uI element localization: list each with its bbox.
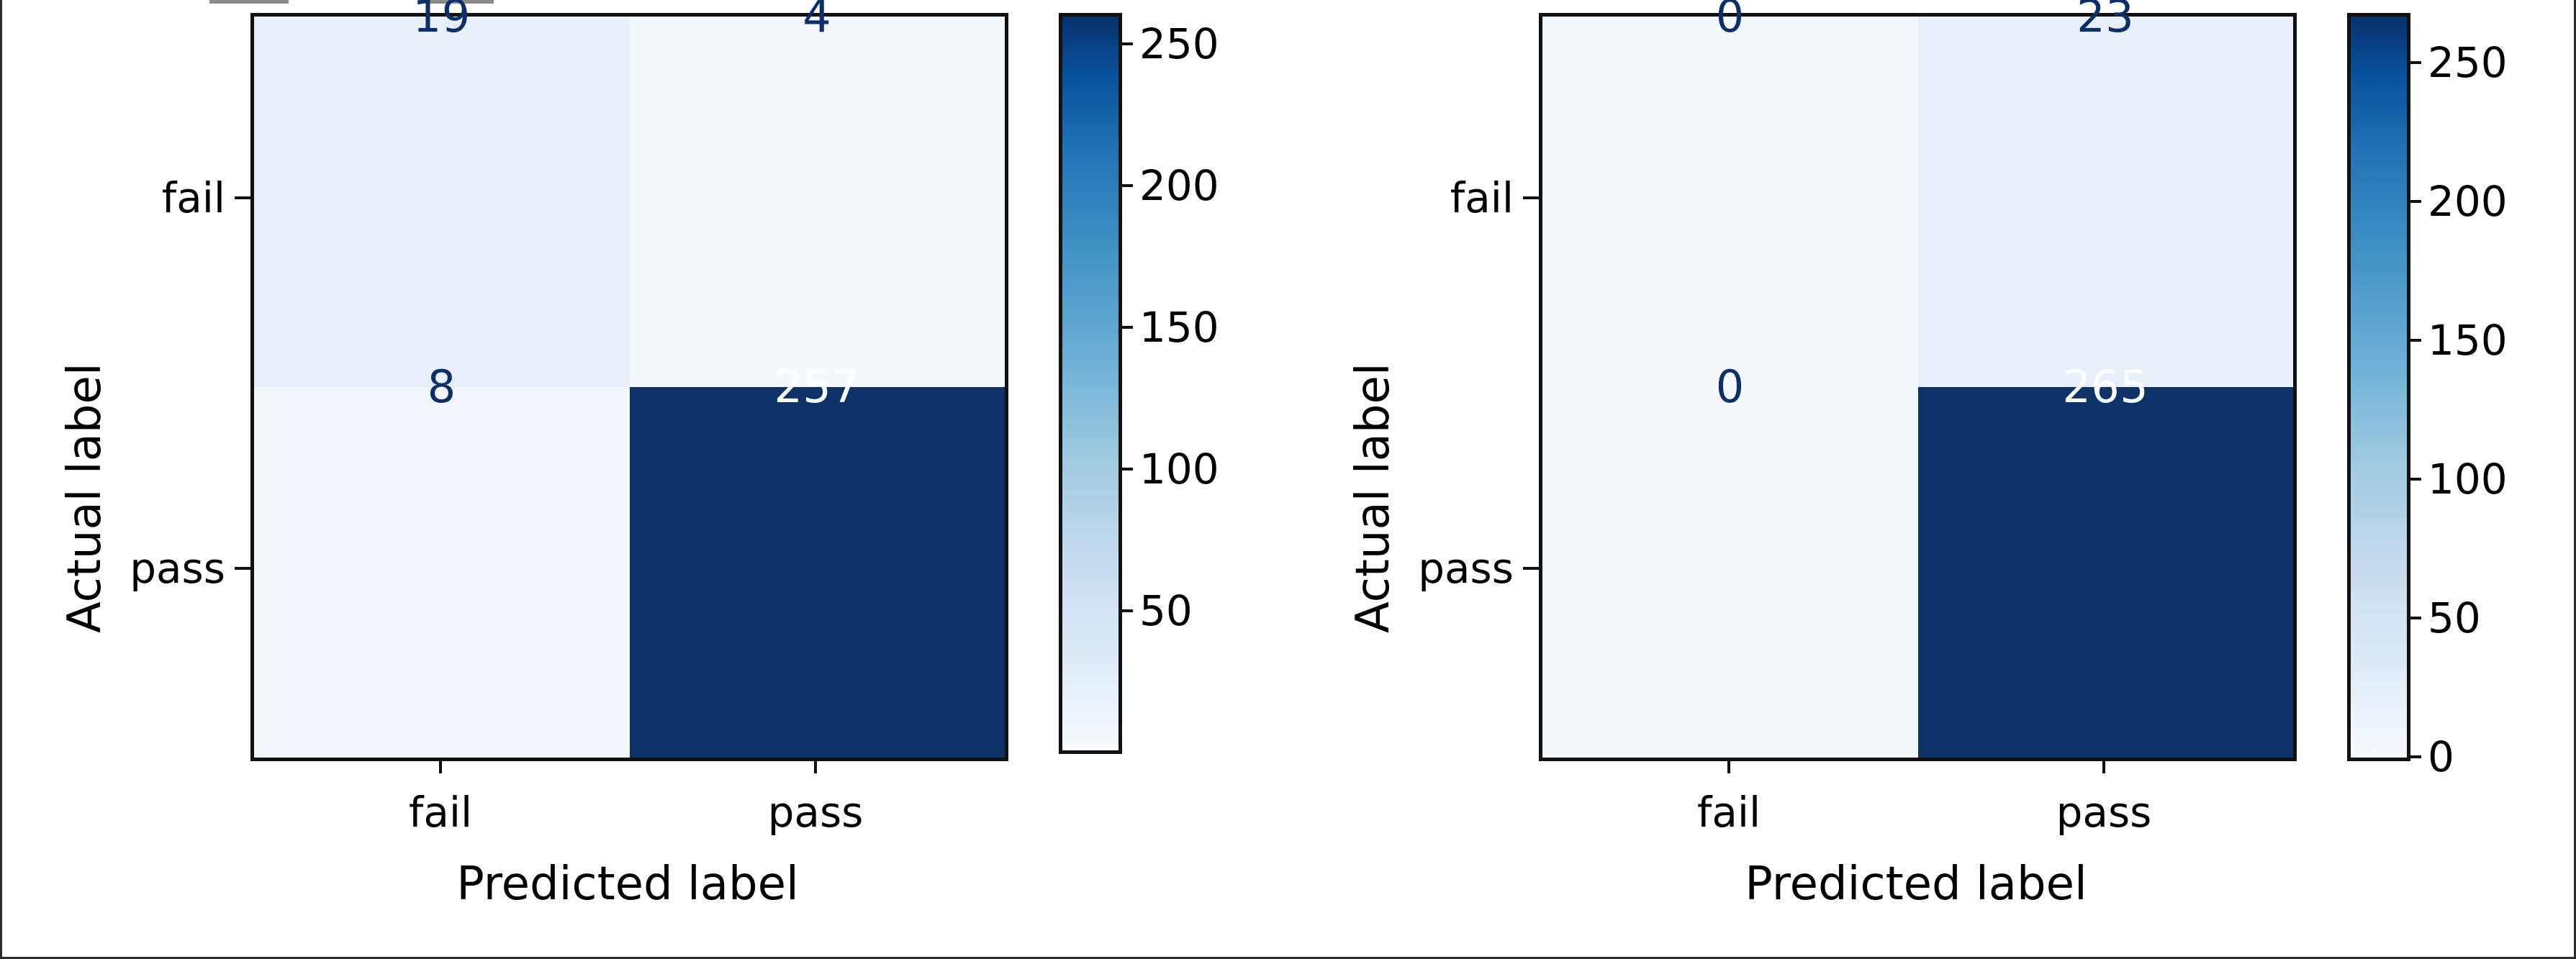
x-tick-label-pass-right: pass (2056, 788, 2152, 837)
colorbar-gradient-left (1062, 17, 1118, 750)
colorbar-tick-label-100-right: 100 (2428, 455, 2508, 504)
y-tick-label-pass-left: pass (130, 544, 225, 593)
colorbar-tick-label-50-left: 50 (1139, 586, 1193, 635)
colorbar-tick-label-50-right: 50 (2428, 594, 2481, 642)
x-axis-label-left: Predicted label (456, 858, 799, 911)
confusion-matrix-panel-right: Actual label fail pass 0 23 0 265 fail p… (1291, 0, 2576, 959)
x-axis-label-right: Predicted label (1745, 858, 2087, 911)
colorbar-tick-100-left (1118, 468, 1133, 471)
colorbar-tick-label-200-left: 200 (1139, 161, 1219, 210)
heatmap-cell-value: 0 (1715, 0, 1745, 42)
y-tick-mark-pass-left (235, 567, 250, 570)
x-tick-label-fail-left: fail (408, 788, 473, 837)
heatmap-cell-pass-fail-left[interactable]: 8 (254, 364, 630, 758)
heatmap-cell-value: 257 (774, 360, 861, 413)
heatmap-cell-pass-pass-right[interactable]: 265 (1917, 364, 2293, 758)
colorbar-gradient-right (2351, 17, 2407, 758)
colorbar-tick-150-right (2407, 339, 2421, 342)
y-tick-label-pass-right: pass (1418, 544, 1514, 593)
colorbar-tick-label-150-left: 150 (1139, 303, 1219, 352)
heatmap-cell-pass-pass-left[interactable]: 257 (629, 364, 1005, 758)
colorbar-tick-200-right (2407, 200, 2421, 203)
colorbar-tick-200-left (1118, 184, 1133, 187)
heatmap-cell-value: 265 (2062, 360, 2149, 413)
heatmap-cell-value: 0 (1715, 360, 1745, 413)
colorbar-tick-100-right (2407, 478, 2421, 481)
colorbar-tick-label-0-right: 0 (2428, 732, 2454, 781)
heatmap-cell-fail-pass-right[interactable]: 23 (1917, 0, 2293, 387)
confusion-matrix-panel-left: Actual label fail pass 19 4 8 257 fail p… (2, 0, 1291, 959)
y-tick-mark-pass-right (1523, 567, 1539, 570)
colorbar-left[interactable] (1059, 13, 1122, 754)
y-tick-label-fail-right: fail (1450, 173, 1514, 222)
x-tick-label-pass-left: pass (767, 788, 864, 837)
colorbar-tick-250-right (2407, 61, 2421, 64)
y-tick-mark-fail-left (235, 196, 250, 199)
x-tick-label-fail-right: fail (1696, 788, 1761, 837)
colorbar-tick-label-200-right: 200 (2428, 177, 2508, 226)
y-tick-label-fail-left: fail (161, 173, 225, 222)
heatmap-cell-fail-fail-right[interactable]: 0 (1542, 0, 1918, 387)
colorbar-tick-label-250-right: 250 (2428, 38, 2508, 87)
cropped-title-fragment-left (209, 0, 289, 4)
colorbar-tick-50-right (2407, 617, 2421, 619)
colorbar-right[interactable] (2347, 13, 2410, 761)
colorbar-tick-250-left (1118, 42, 1133, 45)
heatmap-grid-right: 0 23 0 265 (1539, 0, 2297, 761)
heatmap-cell-value: 19 (412, 0, 471, 42)
heatmap-cell-fail-fail-left[interactable]: 19 (254, 0, 630, 387)
heatmap-cell-fail-pass-left[interactable]: 4 (629, 0, 1005, 387)
x-tick-mark-fail-right (1727, 758, 1730, 773)
heatmap-cell-value: 8 (427, 360, 456, 413)
colorbar-tick-label-250-left: 250 (1139, 19, 1219, 68)
cropped-title-fragment-right (417, 0, 494, 4)
heatmap-cell-value: 4 (803, 0, 832, 42)
x-tick-mark-fail-left (439, 758, 442, 773)
colorbar-tick-50-left (1118, 609, 1133, 612)
heatmap-cell-pass-fail-right[interactable]: 0 (1542, 364, 1918, 758)
x-tick-mark-pass-left (814, 758, 817, 773)
colorbar-tick-150-left (1118, 326, 1133, 329)
heatmap-cell-value: 23 (2076, 0, 2135, 42)
colorbar-tick-label-150-right: 150 (2428, 316, 2508, 365)
colorbar-tick-label-100-left: 100 (1139, 445, 1219, 494)
colorbar-tick-0-right (2407, 755, 2421, 758)
x-tick-mark-pass-right (2102, 758, 2105, 773)
y-tick-mark-fail-right (1523, 196, 1539, 199)
heatmap-grid-left: 19 4 8 257 (250, 0, 1008, 761)
